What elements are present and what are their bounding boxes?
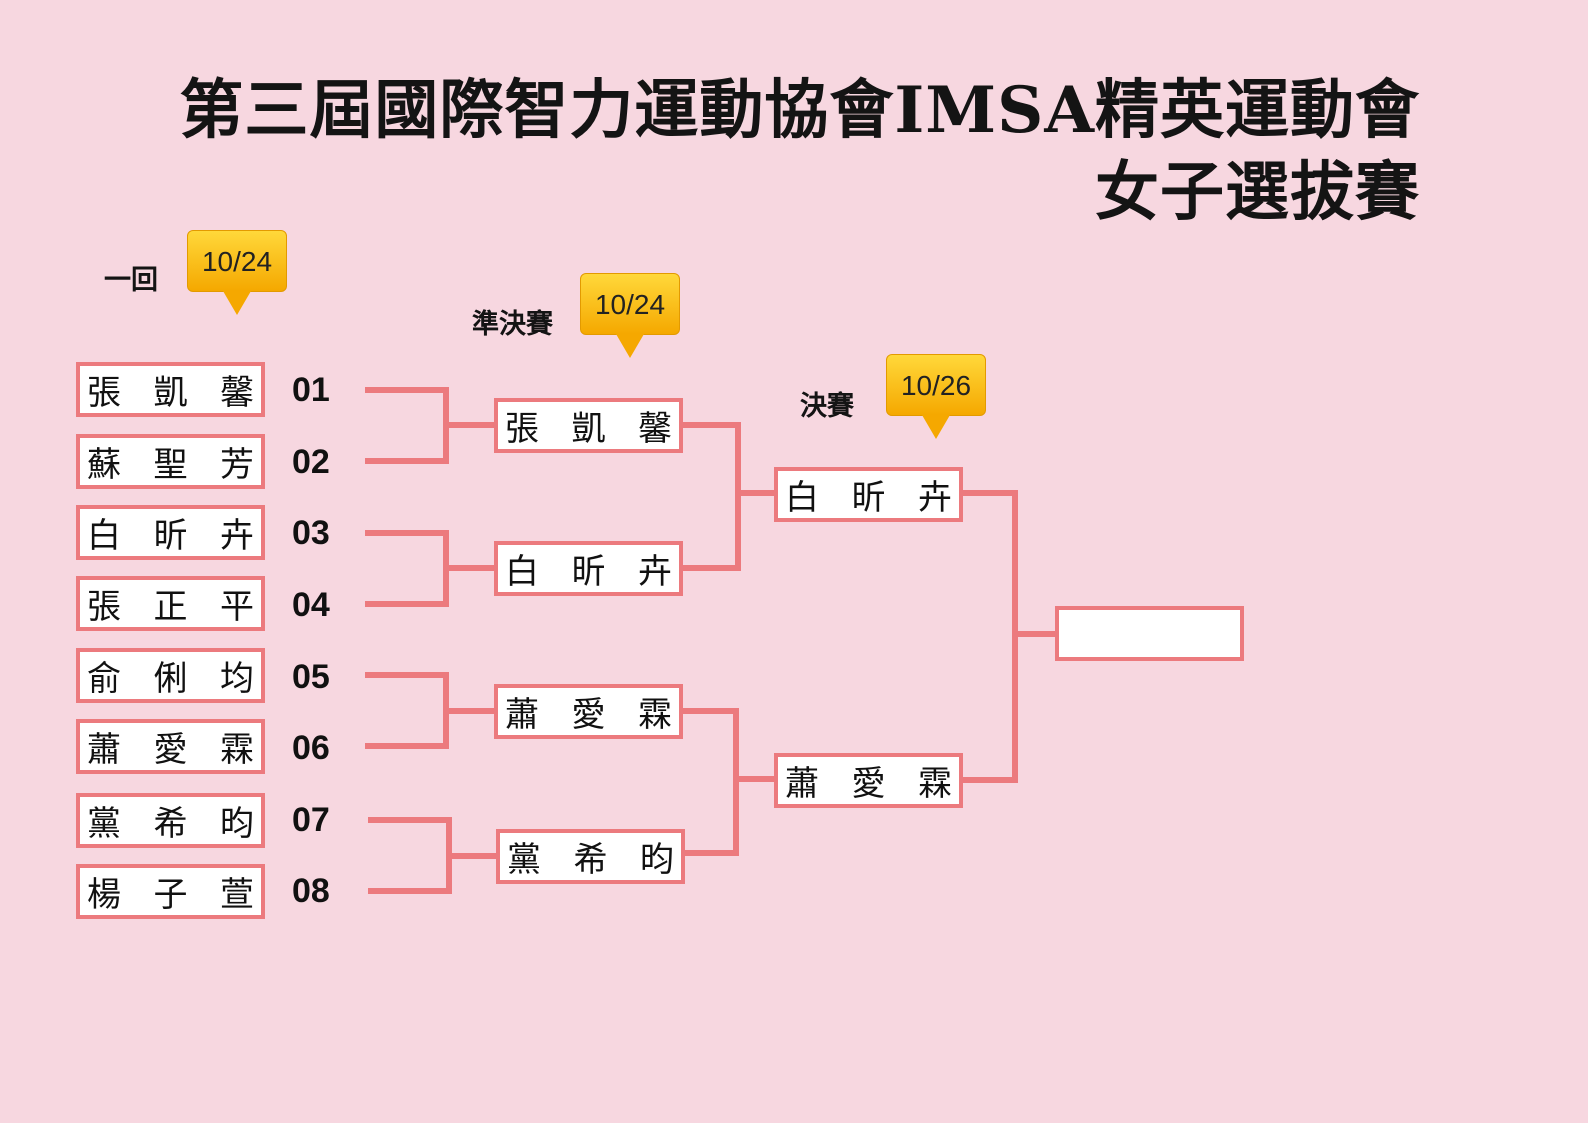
- bracket-line: [446, 853, 498, 859]
- bracket-line: [963, 777, 1018, 783]
- name-char: 張: [87, 587, 121, 627]
- name-char: 黨: [507, 840, 541, 880]
- bracket-line: [733, 708, 739, 856]
- name-char: 愛: [571, 695, 606, 735]
- name-char: 俐: [153, 659, 188, 699]
- name-char: 蕭: [505, 695, 539, 735]
- name-char: 愛: [851, 764, 886, 804]
- bracket-line: [963, 490, 1018, 496]
- bracket-line: [735, 422, 741, 571]
- bracket-line: [685, 850, 739, 856]
- player-box: 楊子萱: [76, 864, 265, 919]
- bracket-line: [365, 672, 447, 678]
- bracket-line: [683, 565, 739, 571]
- name-char: 均: [220, 659, 254, 699]
- semifinal-box: 蕭愛霖: [494, 684, 683, 739]
- bracket-line: [365, 530, 447, 536]
- bracket-line: [443, 708, 495, 714]
- bracket-line: [443, 422, 495, 428]
- name-char: 昕: [153, 516, 188, 556]
- bracket-line: [683, 422, 739, 428]
- name-char: 昀: [640, 840, 674, 880]
- seed-number: 07: [292, 801, 330, 839]
- seed-number: 03: [292, 514, 330, 552]
- name-char: 白: [785, 478, 819, 518]
- name-char: 昕: [571, 552, 606, 592]
- name-char: 聖: [153, 445, 188, 485]
- name-char: 馨: [638, 409, 672, 449]
- bracket-line: [365, 458, 447, 464]
- name-char: 卉: [220, 516, 254, 556]
- name-char: 霖: [220, 730, 254, 770]
- seed-number: 04: [292, 586, 330, 624]
- seed-number: 01: [292, 371, 330, 409]
- name-char: 昕: [851, 478, 886, 518]
- name-char: 卉: [638, 552, 672, 592]
- round-label-semifinal: 準決賽: [472, 309, 553, 340]
- bracket-line: [365, 601, 447, 607]
- name-char: 希: [153, 804, 188, 844]
- name-char: 俞: [87, 659, 121, 699]
- name-char: 愛: [153, 730, 188, 770]
- bracket-line: [683, 708, 739, 714]
- name-char: 霖: [638, 695, 672, 735]
- name-char: 凱: [571, 409, 606, 449]
- bracket-line: [1012, 631, 1056, 637]
- final-box: 白昕卉: [774, 467, 963, 522]
- semifinal-box: 白昕卉: [494, 541, 683, 596]
- bracket-line: [365, 743, 447, 749]
- name-char: 凱: [153, 373, 188, 413]
- date-bubble-semifinal: 10/24: [580, 273, 680, 358]
- name-char: 蘇: [87, 445, 121, 485]
- player-box: 黨希昀: [76, 793, 265, 848]
- bracket-line: [365, 387, 447, 393]
- round-label-final: 決賽: [800, 391, 854, 422]
- name-char: 白: [505, 552, 539, 592]
- player-box: 蕭愛霖: [76, 719, 265, 774]
- player-box: 張凱馨: [76, 362, 265, 417]
- date-bubble-final: 10/26: [886, 354, 986, 439]
- name-char: 萱: [220, 875, 254, 915]
- player-box: 白昕卉: [76, 505, 265, 560]
- semifinal-box: 張凱馨: [494, 398, 683, 453]
- seed-number: 06: [292, 729, 330, 767]
- title-line-1: 第三屆國際智力運動協會IMSA精英運動會: [179, 73, 1420, 148]
- bracket-line: [733, 776, 775, 782]
- name-char: 蕭: [785, 764, 819, 804]
- name-char: 黨: [87, 804, 121, 844]
- semifinal-box: 黨希昀: [496, 829, 685, 884]
- name-char: 楊: [87, 875, 121, 915]
- name-char: 昀: [220, 804, 254, 844]
- bracket-line: [368, 817, 450, 823]
- date-bubble-first: 10/24: [187, 230, 287, 315]
- name-char: 芳: [220, 445, 254, 485]
- round-label-first: 一回: [104, 265, 158, 296]
- name-char: 白: [87, 516, 121, 556]
- name-char: 正: [153, 587, 188, 627]
- name-char: 卉: [918, 478, 952, 518]
- name-char: 希: [573, 840, 608, 880]
- name-char: 霖: [918, 764, 952, 804]
- name-char: 張: [87, 373, 121, 413]
- title-line-2: 女子選拔賽: [1095, 155, 1420, 230]
- champion-box: [1055, 606, 1244, 661]
- name-char: 蕭: [87, 730, 121, 770]
- name-char: 張: [505, 409, 539, 449]
- name-char: 馨: [220, 373, 254, 413]
- seed-number: 08: [292, 872, 330, 910]
- player-box: 俞俐均: [76, 648, 265, 703]
- bracket-line: [735, 490, 775, 496]
- player-box: 蘇聖芳: [76, 434, 265, 489]
- final-box: 蕭愛霖: [774, 753, 963, 808]
- bracket-line: [368, 888, 450, 894]
- name-char: 子: [153, 875, 188, 915]
- seed-number: 05: [292, 658, 330, 696]
- name-char: 平: [220, 587, 254, 627]
- seed-number: 02: [292, 443, 330, 481]
- player-box: 張正平: [76, 576, 265, 631]
- bracket-line: [443, 565, 495, 571]
